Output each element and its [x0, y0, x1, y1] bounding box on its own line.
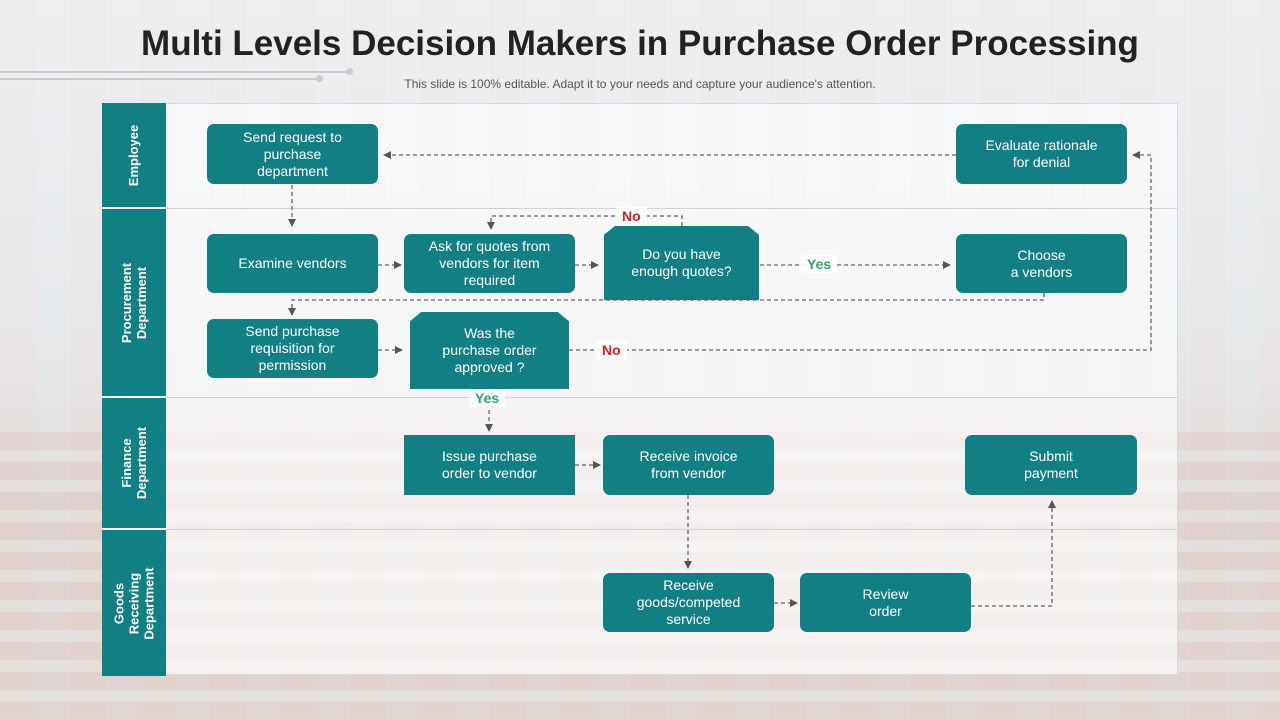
arrow-choose-to-send-requisition — [288, 293, 1045, 316]
lane-label-procurement: Procurement Department — [102, 209, 166, 398]
node-receive-goods: Receive goods/competed service — [603, 573, 774, 632]
node-send-requisition: Send purchase requisition for permission — [207, 319, 378, 378]
decision-po-approved: Was the purchase order approved ? — [410, 312, 569, 389]
node-choose-vendor: Choose a vendors — [956, 234, 1127, 293]
arrow-quotes-no-loop — [487, 215, 683, 230]
page-subtitle: This slide is 100% editable. Adapt it to… — [404, 77, 876, 91]
node-ask-quotes: Ask for quotes from vendors for item req… — [404, 234, 575, 293]
arrow-approved-no-to-evaluate — [569, 151, 1152, 351]
node-examine-vendors: Examine vendors — [207, 234, 378, 293]
lane-divider — [166, 397, 1178, 398]
edge-label-quotes-yes: Yes — [801, 255, 838, 273]
page-title: Multi Levels Decision Makers in Purchase… — [141, 24, 1139, 63]
node-review-order: Review order — [800, 573, 971, 632]
node-evaluate-rationale: Evaluate rationale for denial — [956, 124, 1127, 184]
node-send-request: Send request to purchase department — [207, 124, 378, 184]
edge-label-approved-yes: Yes — [469, 389, 506, 407]
lane-label-employee: Employee — [102, 103, 166, 209]
node-submit-payment: Submit payment — [965, 435, 1137, 495]
decorative-line-bottom — [0, 78, 320, 80]
decorative-line-top — [0, 71, 350, 73]
edge-label-quotes-no: No — [616, 207, 647, 225]
decorative-dot-top — [346, 68, 353, 75]
lane-label-finance: Finance Department — [102, 398, 166, 530]
node-issue-po: Issue purchase order to vendor — [404, 435, 575, 495]
edge-label-approved-no: No — [596, 341, 627, 359]
decision-enough-quotes: Do you have enough quotes? — [604, 226, 759, 300]
lane-divider — [166, 529, 1178, 530]
arrow-review-to-submit-payment — [971, 500, 1056, 607]
lane-label-goods-receiving: Goods Receiving Department — [102, 530, 166, 676]
node-receive-invoice: Receive invoice from vendor — [603, 435, 774, 495]
decorative-dot-bottom — [316, 75, 323, 82]
lane-divider — [166, 208, 1178, 209]
